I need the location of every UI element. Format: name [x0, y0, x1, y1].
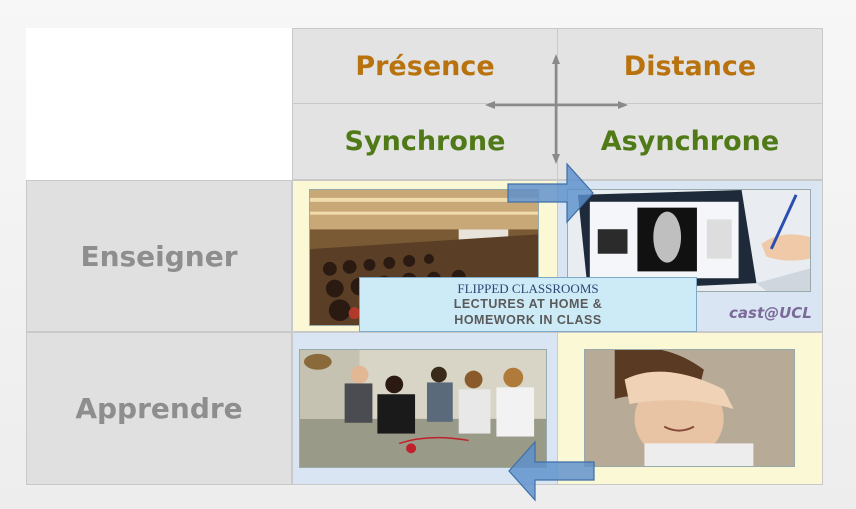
podcast-label: cast@UCL: [729, 304, 812, 322]
header-asynchrone: Asynchrone: [557, 103, 823, 180]
stressed-student-photo: [584, 349, 795, 467]
empty-corner-cell: [26, 28, 292, 180]
header-distance: Distance: [557, 28, 823, 104]
row-header-enseigner: Enseigner: [26, 180, 292, 332]
header-presence: Présence: [292, 28, 558, 104]
flipped-line-1: LECTURES AT HOME &: [453, 297, 603, 311]
group-activity-photo: [299, 349, 547, 468]
laptop-imaging-photo: [567, 189, 811, 292]
flipped-title: FLIPPED CLASSROOMS: [457, 281, 599, 296]
flipped-line-2: HOMEWORK IN CLASS: [454, 313, 602, 327]
flipped-classrooms-banner: FLIPPED CLASSROOMS LECTURES AT HOME & HO…: [359, 277, 697, 332]
row-header-apprendre: Apprendre: [26, 332, 292, 485]
header-synchrone: Synchrone: [292, 103, 558, 180]
